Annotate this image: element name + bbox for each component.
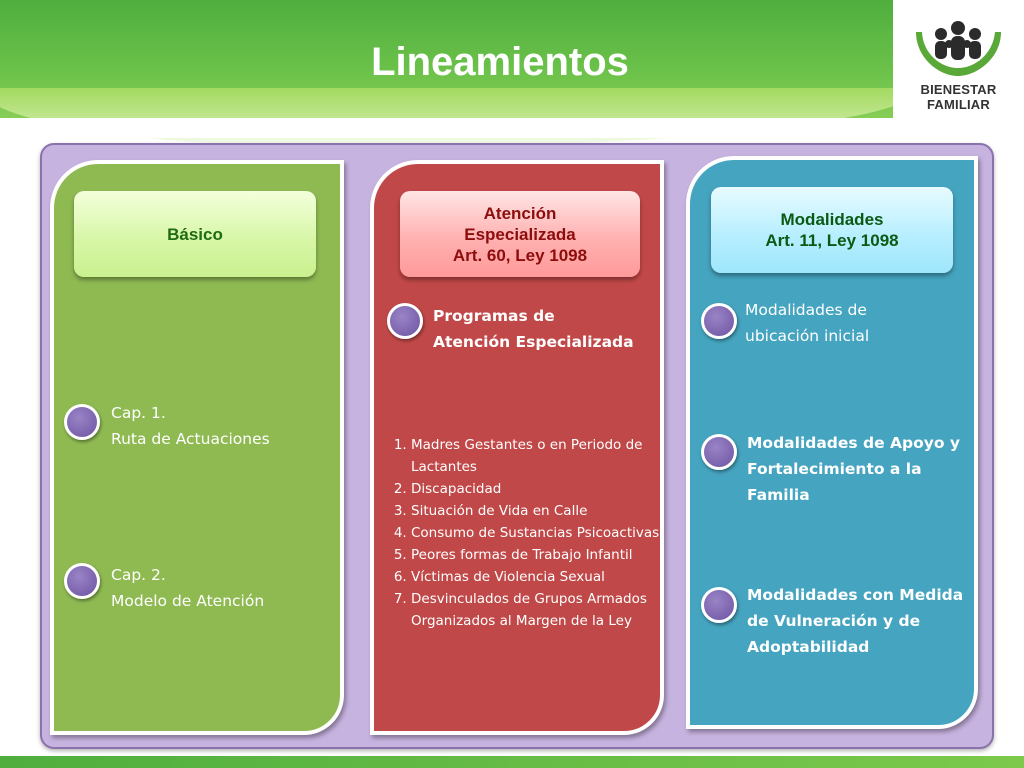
item-cap1: Cap. 1. Ruta de Actuaciones [111, 404, 270, 448]
bullet-icon [64, 563, 100, 599]
header-box-basico: Básico [74, 191, 316, 277]
bullet-icon [701, 434, 737, 470]
family-logo-icon [916, 21, 1001, 76]
bullet-icon [701, 587, 737, 623]
item-programas: Programas de Atención Especializada [433, 307, 634, 351]
page-title: Lineamientos [371, 40, 629, 84]
list-item: Consumo de Sustancias Psicoactivas [411, 522, 663, 544]
header-box-modalidades: Modalidades Art. 11, Ley 1098 [711, 187, 953, 273]
header-box-atencion: Atención Especializada Art. 60, Ley 1098 [400, 191, 640, 277]
header-basico-text: Básico [167, 224, 223, 244]
item-cap2: Cap. 2. Modelo de Atención [111, 566, 265, 610]
list-item: Madres Gestantes o en Periodo de Lactant… [411, 434, 663, 478]
item-modalidades-apoyo: Modalidades de Apoyo y Fortalecimiento a… [747, 434, 961, 504]
bullet-icon [64, 404, 100, 440]
logo-text-line1: BIENESTAR [920, 82, 997, 97]
item-modalidades-ubicacion: Modalidades de ubicación inicial [745, 301, 870, 345]
list-item: Peores formas de Trabajo Infantil [411, 544, 663, 566]
item-modalidades-medida: Modalidades con Medida de Vulneración y … [747, 586, 964, 656]
list-item: Situación de Vida en Calle [411, 500, 663, 522]
programs-list: Madres Gestantes o en Periodo de Lactant… [392, 434, 663, 632]
logo-text-line2: FAMILIAR [927, 97, 990, 112]
footer-bar [0, 756, 1024, 768]
bullet-icon [387, 303, 423, 339]
bullet-icon [701, 303, 737, 339]
list-item: Discapacidad [411, 478, 663, 500]
list-item: Víctimas de Violencia Sexual [411, 566, 663, 588]
list-item: Desvinculados de Grupos Armados Organiza… [411, 588, 663, 632]
logo: BIENESTAR FAMILIAR [893, 0, 1024, 132]
header-edge [0, 118, 1024, 138]
